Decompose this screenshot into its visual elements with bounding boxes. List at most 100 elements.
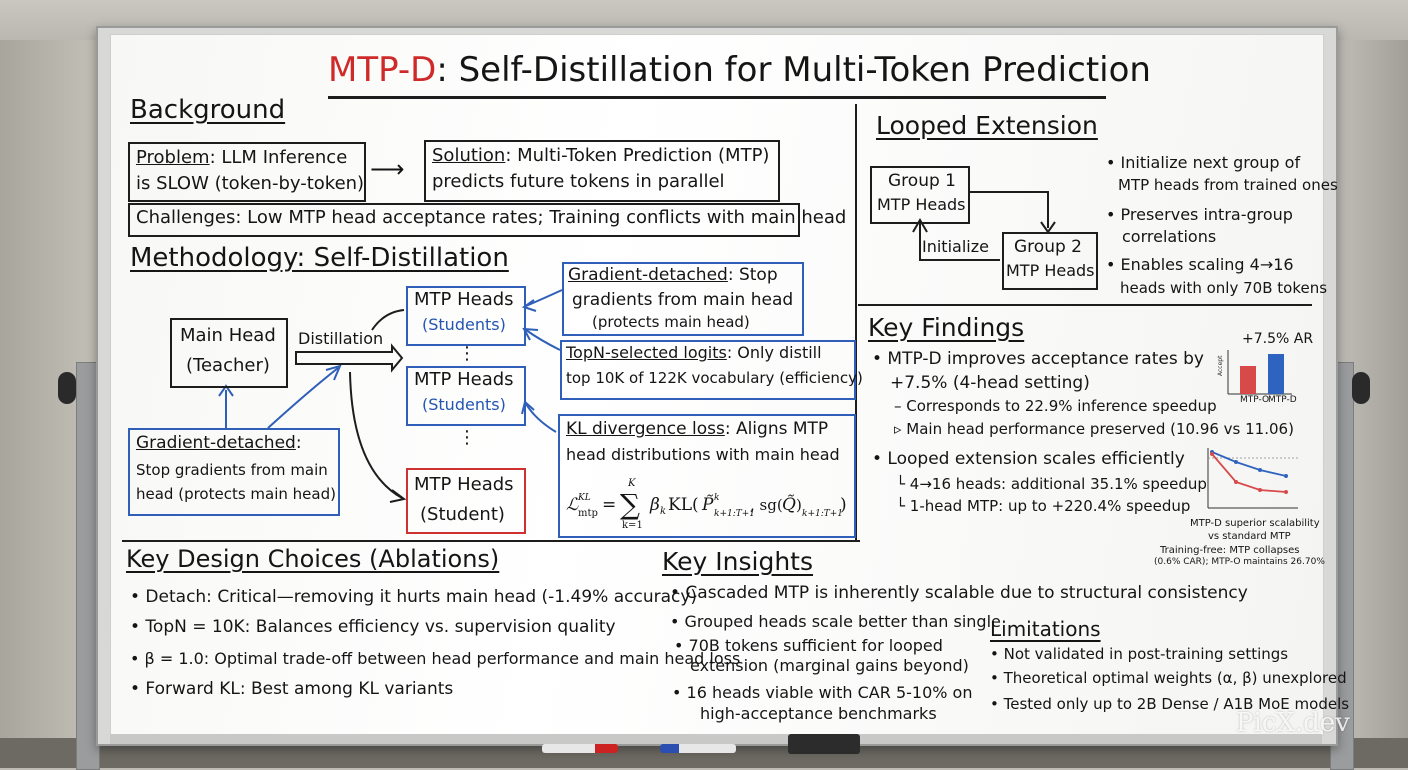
main-head-box [170, 318, 288, 388]
svg-text:k=1: k=1 [622, 520, 643, 531]
background-heading: Background [130, 95, 286, 125]
main-head-teacher: (Teacher) [186, 355, 270, 376]
eraser [788, 734, 860, 754]
looped-bullet-3b: heads with only 70B tokens [1120, 279, 1328, 297]
kl-box [558, 414, 856, 538]
looped-heading: Looped Extension [876, 111, 1098, 140]
main-head-label: Main Head [180, 325, 276, 346]
group1-box [870, 166, 970, 224]
grad-detached-left-line-2: Stop gradients from main [136, 461, 328, 479]
design-heading: Key Design Choices (Ablations) [126, 545, 500, 573]
insight-2: • Grouped heads scale better than single [670, 612, 1001, 631]
mtp-heads-student-box [406, 468, 526, 534]
dots-icon-2: ⋮ [458, 427, 476, 448]
board-title: MTP-D: Self-Distillation for Multi-Token… [328, 50, 1151, 90]
group2-box [1002, 232, 1098, 290]
svg-text:): ) [796, 496, 802, 514]
horizontal-divider [122, 540, 860, 542]
grad-detached-left-box [128, 428, 340, 516]
limitation-2: • Theoretical optimal weights (α, β) une… [990, 669, 1347, 687]
looped-bullet-1b: MTP heads from trained ones [1118, 176, 1338, 194]
challenges-box [128, 203, 800, 237]
finding-2b: └ 1-head MTP: up to +220.4% speedup [896, 497, 1191, 515]
bar-chart-title: +7.5% AR [1242, 331, 1314, 347]
problem-line-2: is SLOW (token-by-token) [136, 173, 365, 194]
dots-icon-1: ⋮ [458, 343, 476, 364]
looped-bullet-1a: • Initialize next group of [1106, 153, 1301, 172]
chart-caption-2: vs standard MTP [1208, 531, 1291, 542]
chart-caption-3: Training-free: MTP collapses [1160, 545, 1300, 556]
svg-text:Q̃: Q̃ [782, 495, 796, 515]
svg-text:k+1:T+1: k+1:T+1 [714, 509, 755, 519]
vertical-divider [855, 104, 857, 540]
svg-text:mtp: mtp [578, 508, 598, 519]
chart-caption-4: (0.6% CAR); MTP-O maintains 26.70% [1154, 557, 1325, 567]
solution-line-2: predicts future tokens in parallel [432, 171, 725, 192]
topn-line-1: TopN-selected logits: Only distill [566, 343, 822, 362]
findings-heading: Key Findings [868, 313, 1025, 342]
svg-text:): ) [840, 495, 847, 515]
insight-4b: high-acceptance benchmarks [700, 704, 937, 723]
blue-marker [660, 744, 736, 753]
kl-formula: ℒ KL mtp = ∑ K k=1 β k KL( P̃ k k+1:T+1 … [566, 478, 847, 531]
design-item-4: • Forward KL: Best among KL variants [130, 679, 454, 699]
insight-3a: • 70B tokens sufficient for looped [674, 636, 943, 655]
grad-detached-right-box [562, 262, 804, 336]
distillation-label: Distillation [298, 329, 384, 348]
methodology-heading: Methodology: Self-Distillation [130, 243, 509, 273]
students-label-1: (Students) [422, 315, 506, 334]
stand-knob-left [58, 372, 76, 404]
svg-text:ℒ: ℒ [566, 495, 579, 515]
design-item-3: • β = 1.0: Optimal trade-off between hea… [130, 649, 741, 668]
grad-detached-left-title: Gradient-detached: [136, 433, 302, 453]
students-label-2: (Students) [422, 395, 506, 414]
finding-1c: – Corresponds to 22.9% inference speedup [894, 397, 1217, 415]
red-marker [542, 744, 618, 753]
design-item-2: • TopN = 10K: Balances efficiency vs. su… [130, 617, 616, 637]
svg-text:P̃: P̃ [701, 495, 714, 515]
arrow-right-icon: ⟶ [370, 155, 405, 183]
grad-detached-left-line-3: head (protects main head) [136, 485, 336, 503]
grad-detached-right-line-3: (protects main head) [592, 313, 750, 331]
svg-text:KL: KL [577, 493, 591, 503]
svg-text:KL(: KL( [668, 495, 699, 515]
solution-box [424, 140, 780, 202]
group1-label: Group 1 [888, 171, 956, 191]
bar-mtp-d [1268, 354, 1284, 394]
mtp-heads-label-2: MTP Heads [414, 369, 514, 390]
challenges-text: Challenges: Low MTP head acceptance rate… [136, 207, 847, 228]
insight-4a: • 16 heads viable with CAR 5-10% on [672, 683, 973, 702]
looped-bullet-2a: • Preserves intra-group [1106, 205, 1293, 224]
stand-knob-right [1352, 372, 1370, 404]
title-underline [328, 96, 1106, 99]
watermark: PicX.dev [1236, 708, 1350, 738]
design-item-1: • Detach: Critical—removing it hurts mai… [130, 587, 698, 607]
problem-line-1: Problem: LLM Inference [136, 147, 348, 168]
limitation-1: • Not validated in post-training setting… [990, 645, 1289, 663]
right-divider [858, 304, 1312, 306]
svg-text:=: = [602, 495, 616, 515]
group1-mtp-heads: MTP Heads [877, 195, 966, 214]
topn-box [560, 340, 856, 400]
topn-line-2: top 10K of 122K vocabulary (efficiency) [566, 369, 863, 387]
solution-line-1: Solution: Multi-Token Prediction (MTP) [432, 145, 770, 166]
svg-text:β: β [649, 495, 660, 515]
finding-2: • Looped extension scales efficiently [872, 449, 1185, 469]
bar-x-label-1: MTP-O [1240, 395, 1270, 405]
svg-text:k+1:T+1: k+1:T+1 [802, 509, 843, 519]
finding-1: • MTP-D improves acceptance rates by [872, 349, 1204, 369]
whiteboard [110, 34, 1324, 736]
insight-1: • Cascaded MTP is inherently scalable du… [670, 583, 1248, 603]
insight-3b: extension (marginal gains beyond) [690, 656, 969, 675]
bar-x-label-2: MTP-D [1268, 395, 1297, 405]
group2-label: Group 2 [1014, 237, 1082, 257]
svg-text:∑: ∑ [620, 488, 640, 521]
svg-text:k: k [660, 506, 666, 517]
mtp-heads-label-3: MTP Heads [414, 474, 514, 495]
svg-text:k: k [714, 493, 719, 503]
chart-caption-1: MTP-D superior scalability [1190, 518, 1320, 529]
grad-detached-right-line-2: gradients from main head [572, 290, 794, 310]
finding-1b: +7.5% (4-head setting) [890, 373, 1090, 393]
bar-chart: Accept [1217, 350, 1292, 395]
kl-line-1: KL divergence loss: Aligns MTP [566, 419, 829, 439]
